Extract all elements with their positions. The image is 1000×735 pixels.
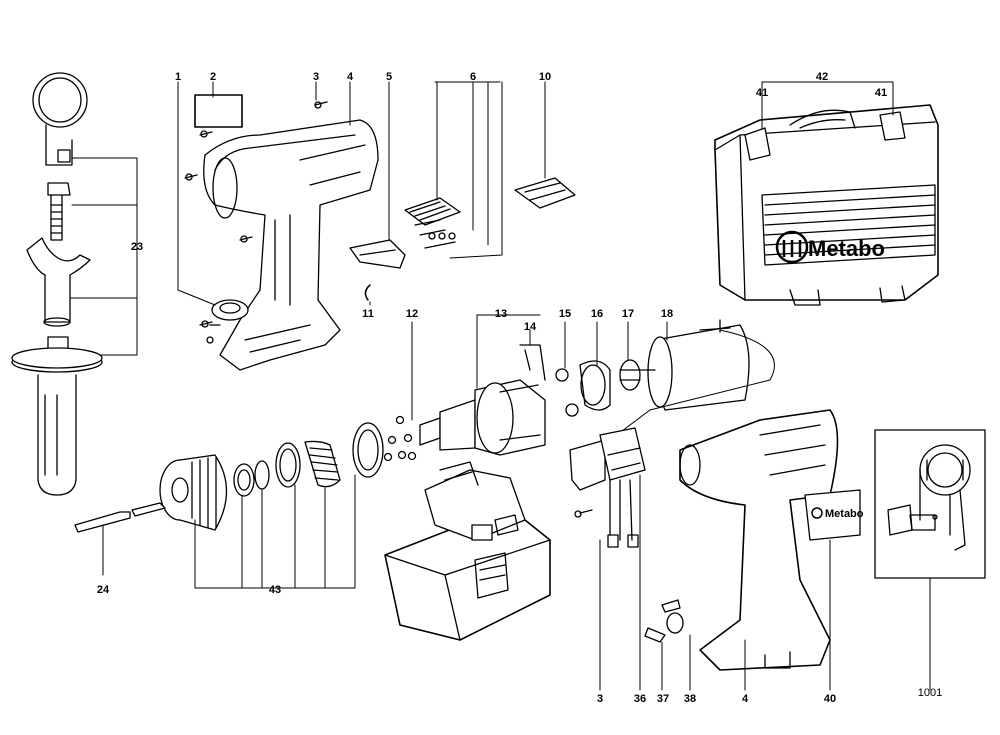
cover-part-10 (514, 177, 576, 209)
housing-half-left (184, 94, 379, 371)
label-4-top: 4 (346, 71, 354, 83)
trigger-switch-part-36 (569, 427, 646, 548)
body-metabo-logo: Metabo (811, 507, 864, 520)
bit-part-24 (74, 502, 166, 533)
label-41-left: 41 (755, 87, 769, 99)
label-36: 36 (633, 693, 647, 705)
label-16: 16 (590, 308, 604, 320)
label-41-right: 41 (874, 87, 888, 99)
label-40: 40 (823, 693, 837, 705)
label-10: 10 (538, 71, 552, 83)
label-5: 5 (385, 71, 393, 83)
label-14: 14 (523, 321, 537, 333)
side-handle-assembly (11, 72, 103, 496)
electronics-part-6 (404, 197, 461, 249)
housing-half-right (679, 409, 861, 671)
label-17: 17 (621, 308, 635, 320)
label-3-bottom: 3 (596, 693, 604, 705)
label-13: 13 (494, 308, 508, 320)
label-1: 1 (174, 71, 182, 83)
label-37: 37 (656, 693, 670, 705)
label-6: 6 (469, 71, 477, 83)
gearbox-part-13 (419, 344, 546, 456)
label-38: 38 (683, 693, 697, 705)
chuck-part-43 (159, 422, 384, 531)
label-1001: 1001 (917, 687, 943, 699)
case-logo-text: Metabo (808, 236, 885, 261)
label-23: 23 (130, 241, 144, 253)
motor-parts (555, 319, 750, 417)
label-18: 18 (660, 308, 674, 320)
label-24: 24 (96, 584, 110, 596)
label-42: 42 (815, 71, 829, 83)
label-11: 11 (362, 308, 374, 320)
balls-part-12 (383, 415, 417, 462)
label-43: 43 (268, 584, 282, 596)
body-logo-text: Metabo (825, 508, 864, 520)
case-metabo-logo: Metabo (775, 230, 885, 264)
label-4-bottom: 4 (741, 693, 749, 705)
label-2: 2 (209, 71, 217, 83)
battery-pack (384, 461, 551, 641)
carrying-case (714, 104, 939, 306)
wiring-schematic-box (874, 429, 986, 579)
label-12: 12 (405, 308, 419, 320)
label-15: 15 (558, 308, 572, 320)
label-3-top: 3 (312, 71, 320, 83)
switch-slider-part-5 (349, 239, 406, 269)
